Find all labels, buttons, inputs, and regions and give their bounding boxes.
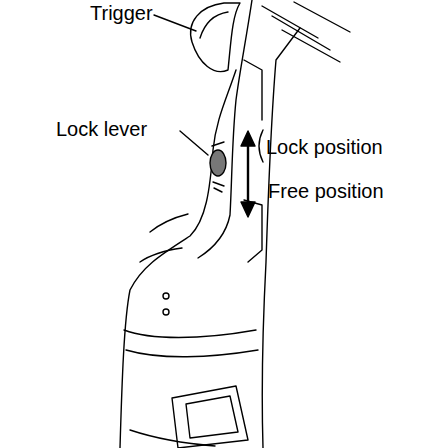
body-right-edge (262, 28, 300, 448)
bottom-curves (130, 430, 215, 446)
arrow-head (241, 202, 255, 217)
lower-housing (124, 330, 258, 357)
grip-lines (140, 214, 188, 262)
screw (163, 309, 169, 315)
hatch-lines (262, 2, 350, 62)
lever-marks (212, 142, 224, 192)
body-panel (244, 60, 262, 262)
part-label: Trigger (90, 2, 153, 24)
double-arrow (247, 140, 249, 208)
position-label: Free position (268, 180, 384, 202)
viewfinder (172, 386, 248, 448)
trigger-detail (200, 12, 228, 38)
body-inner-line (198, 0, 252, 258)
arrow-head (241, 131, 255, 146)
leader-line (180, 131, 208, 155)
position-label: Lock position (266, 136, 383, 158)
part-label: Lock lever (56, 118, 147, 140)
position-bracket (259, 130, 263, 162)
leader-line (154, 15, 196, 31)
lock-lever-shape (210, 150, 226, 176)
trigger-outline (191, 3, 240, 72)
screw (163, 293, 169, 299)
